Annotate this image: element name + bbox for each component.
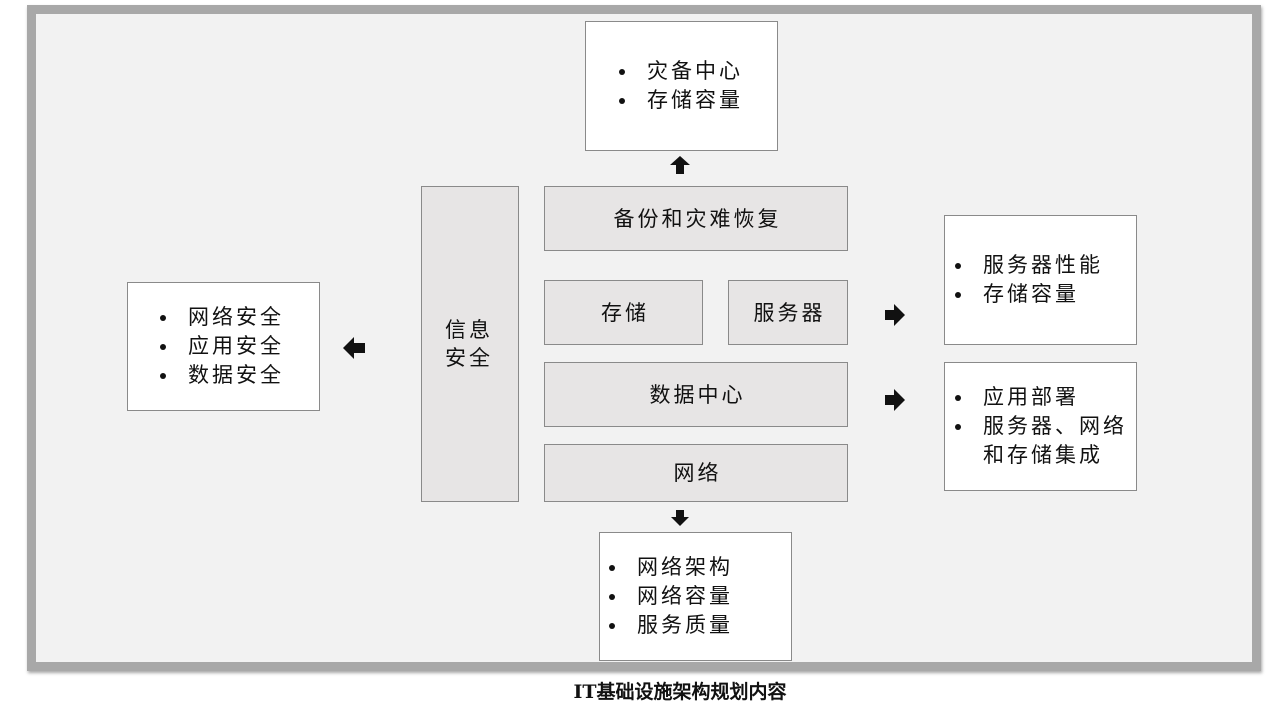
list-item: 数据安全 bbox=[160, 361, 319, 390]
list-item: 网络安全 bbox=[160, 303, 319, 332]
block-storage-label: 存储 bbox=[601, 300, 649, 325]
list-item: 服务器性能 bbox=[955, 251, 1136, 280]
arrow-down-icon bbox=[671, 510, 689, 526]
block-server-label: 服务器 bbox=[753, 300, 826, 325]
list-item: 网络架构 bbox=[609, 553, 791, 582]
block-info-security-label: 信息安全 bbox=[445, 318, 493, 370]
block-info-security: 信息安全 bbox=[421, 186, 519, 502]
block-backup-recovery: 备份和灾难恢复 bbox=[544, 186, 848, 251]
block-data-center-label: 数据中心 bbox=[649, 382, 746, 407]
arrow-left-icon bbox=[343, 337, 365, 359]
note-right-server-storage: 服务器性能 存储容量 bbox=[944, 215, 1137, 345]
block-network-label: 网络 bbox=[673, 461, 722, 485]
block-server: 服务器 bbox=[728, 280, 848, 345]
list-item: 存储容量 bbox=[619, 86, 777, 115]
arrow-right-icon bbox=[885, 389, 905, 411]
list-item: 服务质量 bbox=[609, 611, 791, 640]
block-storage: 存储 bbox=[544, 280, 703, 345]
arrow-up-icon bbox=[670, 156, 690, 174]
list-item: 网络容量 bbox=[609, 582, 791, 611]
block-network: 网络 bbox=[544, 444, 848, 502]
note-right-data-center: 应用部署 服务器、网络和存储集成 bbox=[944, 362, 1137, 491]
list-item: 应用部署 bbox=[955, 383, 1136, 412]
diagram-caption: IT基础设施架构规划内容 bbox=[573, 681, 787, 703]
arrow-right-icon bbox=[885, 304, 905, 326]
block-data-center: 数据中心 bbox=[544, 362, 848, 427]
note-left-security: 网络安全 应用安全 数据安全 bbox=[127, 282, 320, 411]
list-item: 应用安全 bbox=[160, 332, 319, 361]
note-top-disaster-recovery: 灾备中心 存储容量 bbox=[585, 21, 778, 151]
block-backup-recovery-label: 备份和灾难恢复 bbox=[613, 206, 782, 231]
note-bottom-network: 网络架构 网络容量 服务质量 bbox=[599, 532, 792, 661]
list-item: 存储容量 bbox=[955, 280, 1136, 309]
list-item: 服务器、网络和存储集成 bbox=[955, 412, 1136, 470]
list-item: 灾备中心 bbox=[619, 57, 777, 86]
